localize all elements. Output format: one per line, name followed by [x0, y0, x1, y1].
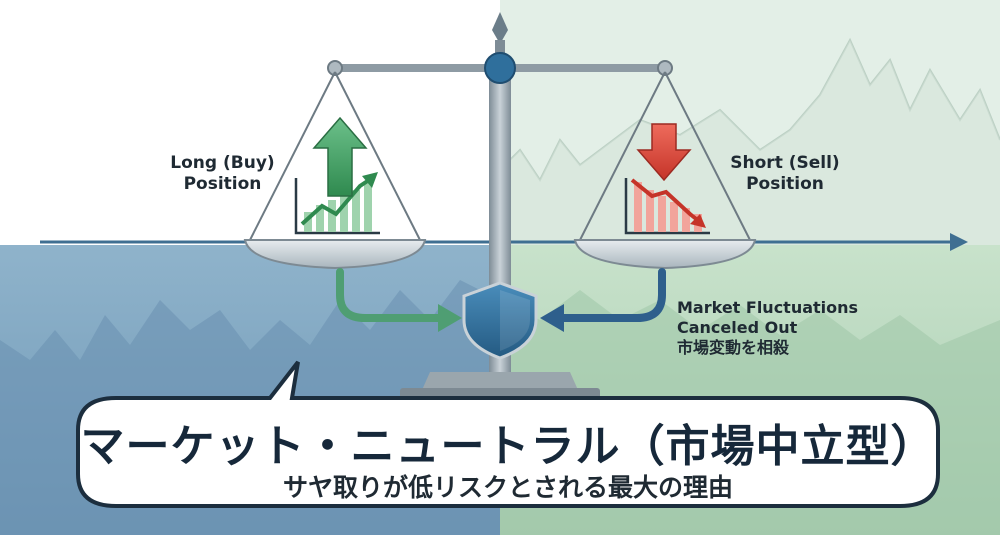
green-flow-arrowhead — [438, 304, 462, 332]
left-pan — [243, 239, 427, 270]
banner-title: マーケット・ニュートラル（市場中立型） — [80, 421, 936, 472]
right-string-a — [579, 71, 666, 241]
blue-flow-arrow — [558, 268, 666, 322]
left-string-a — [249, 71, 336, 241]
short-position-label: Short (Sell) Position — [710, 153, 860, 196]
short-position-label-line1: Short (Sell) — [730, 153, 840, 173]
long-position-label-line1: Long (Buy) — [170, 153, 275, 173]
axis-arrowhead — [950, 233, 968, 251]
long-chart-icon — [294, 172, 380, 235]
down-arrow-icon — [636, 123, 692, 182]
pivot-knob — [484, 52, 516, 84]
right-string-b — [664, 71, 751, 241]
left-string-b — [334, 71, 421, 241]
pole-finial — [492, 12, 508, 44]
bg-top-left — [0, 0, 500, 245]
fluct-line1: Market Fluctuations — [677, 298, 859, 317]
beam-end-right — [657, 60, 673, 76]
fluct-line2: Canceled Out — [677, 318, 798, 337]
shield-icon — [462, 281, 538, 360]
scale-base-top — [422, 372, 578, 390]
pole-neck — [495, 40, 505, 60]
speech-banner — [76, 360, 940, 508]
long-position-label: Long (Buy) Position — [150, 153, 295, 196]
up-arrow-icon — [312, 116, 368, 197]
blue-flow-arrowhead — [540, 304, 564, 332]
beam-end-left — [327, 60, 343, 76]
right-pan — [573, 239, 757, 270]
long-position-label-line2: Position — [183, 174, 262, 195]
short-position-label-line2: Position — [746, 174, 824, 195]
short-chart-icon — [624, 178, 710, 235]
market-fluctuations-label: Market Fluctuations Canceled Out 市場変動を相殺 — [677, 298, 858, 358]
green-flow-arrow — [336, 268, 444, 322]
banner-subtitle: サヤ取りが低リスクとされる最大の理由 — [282, 473, 733, 502]
fluct-line3: 市場変動を相殺 — [677, 338, 790, 357]
